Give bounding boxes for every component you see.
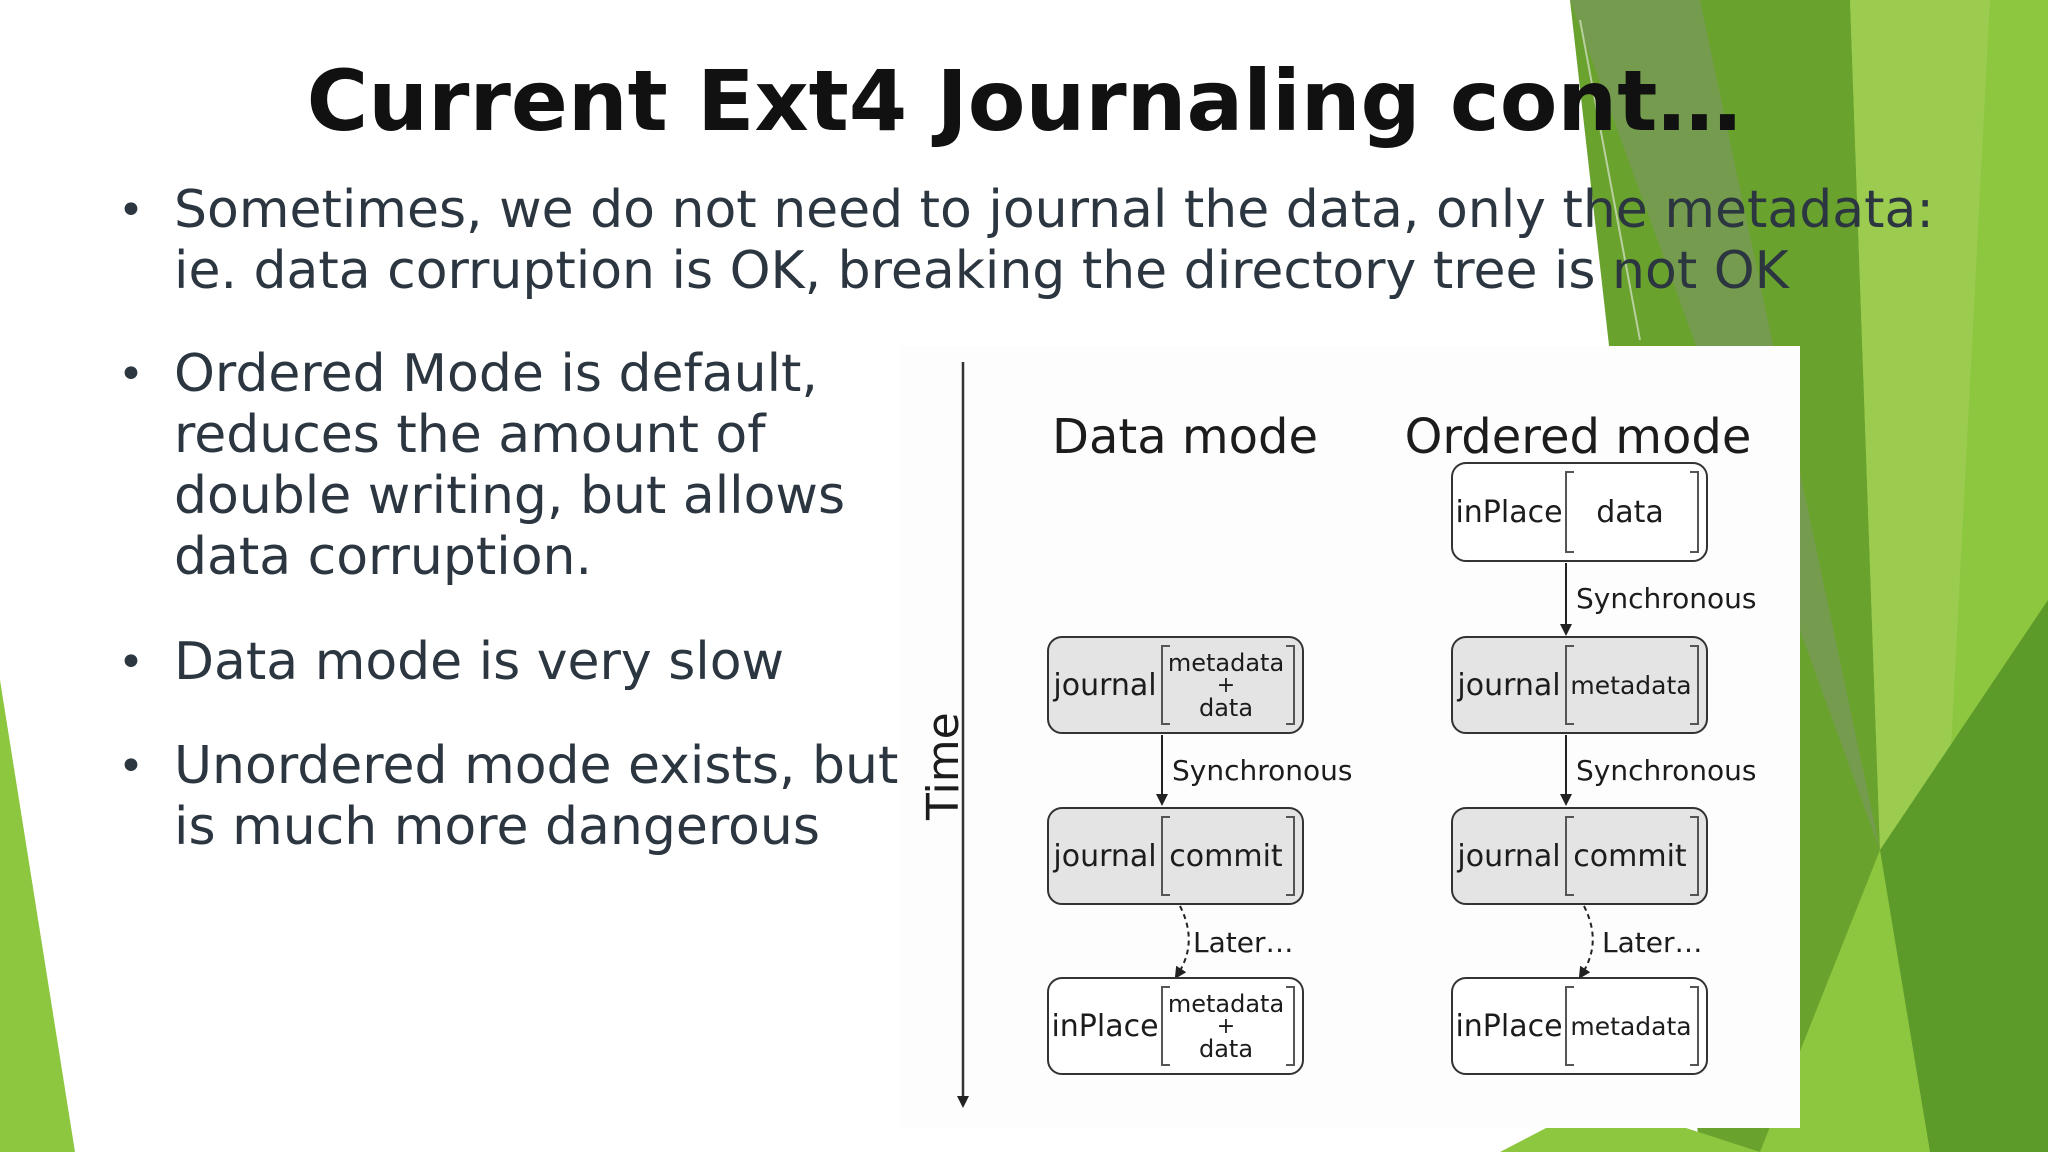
data-mode-sync-label: Synchronous [1172, 754, 1352, 787]
bullet-line: Ordered Mode is default, [174, 344, 818, 404]
box-right-label: commit [1169, 839, 1283, 874]
bullet-ordered-mode: • Ordered Mode is default, reduces the a… [118, 344, 846, 588]
data-mode-commit-box: journal commit [1047, 807, 1304, 905]
ordered-mode-later-arrow [1578, 905, 1594, 980]
bullet-line: ie. data corruption is OK, breaking the … [174, 241, 1789, 301]
bullet-symbol: • [118, 637, 144, 688]
ordered-mode-sync-label-2: Synchronous [1576, 754, 1756, 787]
box-right-label: commit [1573, 839, 1687, 874]
ordered-mode-heading: Ordered mode [1405, 409, 1752, 465]
box-right-label: + [1217, 1014, 1235, 1039]
data-mode-journal-box: journal metadata + data [1047, 636, 1304, 734]
box-left-label: journal [1052, 668, 1156, 703]
slide-title: Current Ext4 Journaling cont… [306, 52, 1742, 150]
bullet-line: Sometimes, we do not need to journal the… [174, 180, 1934, 240]
box-right-label: metadata [1570, 671, 1691, 700]
bullet-symbol: • [118, 185, 144, 236]
bullet-line: is much more dangerous [174, 797, 820, 857]
box-left-label: journal [1456, 839, 1560, 874]
data-mode-later-label: Later… [1193, 926, 1293, 959]
box-left-label: inPlace [1455, 495, 1562, 530]
box-right-label: metadata [1168, 649, 1284, 677]
data-mode-heading: Data mode [1052, 409, 1318, 465]
ordered-mode-sync-label-1: Synchronous [1576, 582, 1756, 615]
ordered-mode-commit-box: journal commit [1451, 807, 1708, 905]
time-axis-label: Time [918, 712, 969, 821]
bullet-line: double writing, but allows [174, 466, 846, 526]
box-right-label: metadata [1168, 990, 1284, 1018]
box-right-label: data [1596, 495, 1664, 530]
box-left-label: inPlace [1051, 1009, 1158, 1044]
box-left-label: inPlace [1455, 1009, 1562, 1044]
ordered-mode-inplace-data-box: inPlace data [1451, 462, 1708, 562]
bullet-symbol: • [118, 741, 144, 792]
data-mode-later-arrow [1174, 905, 1190, 980]
box-right-label: metadata [1570, 1012, 1691, 1041]
bullet-line: data corruption. [174, 527, 593, 587]
ordered-mode-journal-metadata-box: journal metadata [1451, 636, 1708, 734]
bullet-symbol: • [118, 349, 144, 400]
ordered-mode-later-label: Later… [1602, 926, 1702, 959]
bullet-line: reduces the amount of [174, 405, 766, 465]
box-right-label: data [1199, 1035, 1253, 1063]
bullet-unordered-mode: • Unordered mode exists, but is much mor… [118, 736, 899, 858]
bullet-line: Data mode is very slow [174, 632, 785, 692]
box-right-label: + [1217, 673, 1235, 698]
bullet-line: Unordered mode exists, but [174, 736, 899, 796]
box-right-label: data [1199, 694, 1253, 722]
box-left-label: journal [1052, 839, 1156, 874]
bullet-data-mode: • Data mode is very slow [118, 632, 785, 693]
bullet-journal-metadata: • Sometimes, we do not need to journal t… [118, 180, 1934, 302]
data-mode-inplace-box: inPlace metadata + data [1047, 977, 1304, 1075]
box-left-label: journal [1456, 668, 1560, 703]
ordered-mode-inplace-metadata-box: inPlace metadata [1451, 977, 1708, 1075]
